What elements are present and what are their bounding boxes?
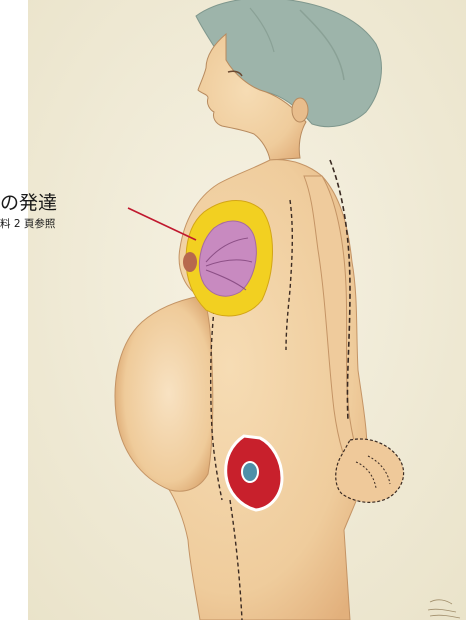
- callout-subtitle: 料 2 頁参照: [0, 218, 55, 231]
- ear: [292, 98, 308, 122]
- callout-title: の発達: [0, 192, 57, 214]
- nipple: [183, 252, 197, 272]
- fetus: [242, 462, 258, 482]
- pregnant-figure-illustration: [28, 0, 466, 620]
